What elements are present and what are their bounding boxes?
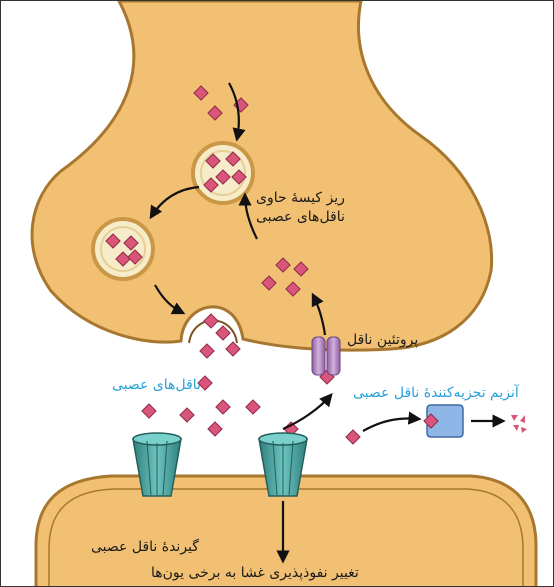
enzyme-icon (424, 405, 463, 437)
transporter-label: پروتئین ناقل (347, 331, 418, 350)
degraded-neurotransmitter-icon (511, 415, 527, 433)
permeability-label: تغییر نفوذپذیری غشا به برخی یون‌ها (151, 564, 359, 583)
neurotransmitters-label: ناقل‌های عصبی (112, 376, 201, 395)
vesicle-label: ریز کیسهٔ حاوی ناقل‌های عصبی (256, 189, 345, 227)
synaptic-vesicle-icon (93, 219, 153, 279)
receptor-label: گیرندهٔ ناقل عصبی (91, 538, 199, 557)
presynaptic-terminal (32, 1, 492, 350)
vesicle-label-line1: ریز کیسهٔ حاوی (256, 189, 345, 208)
enzyme-label: آنزیم تجزیه‌کنندهٔ ناقل عصبی (353, 384, 519, 403)
vesicle-label-line2: ناقل‌های عصبی (256, 208, 345, 227)
